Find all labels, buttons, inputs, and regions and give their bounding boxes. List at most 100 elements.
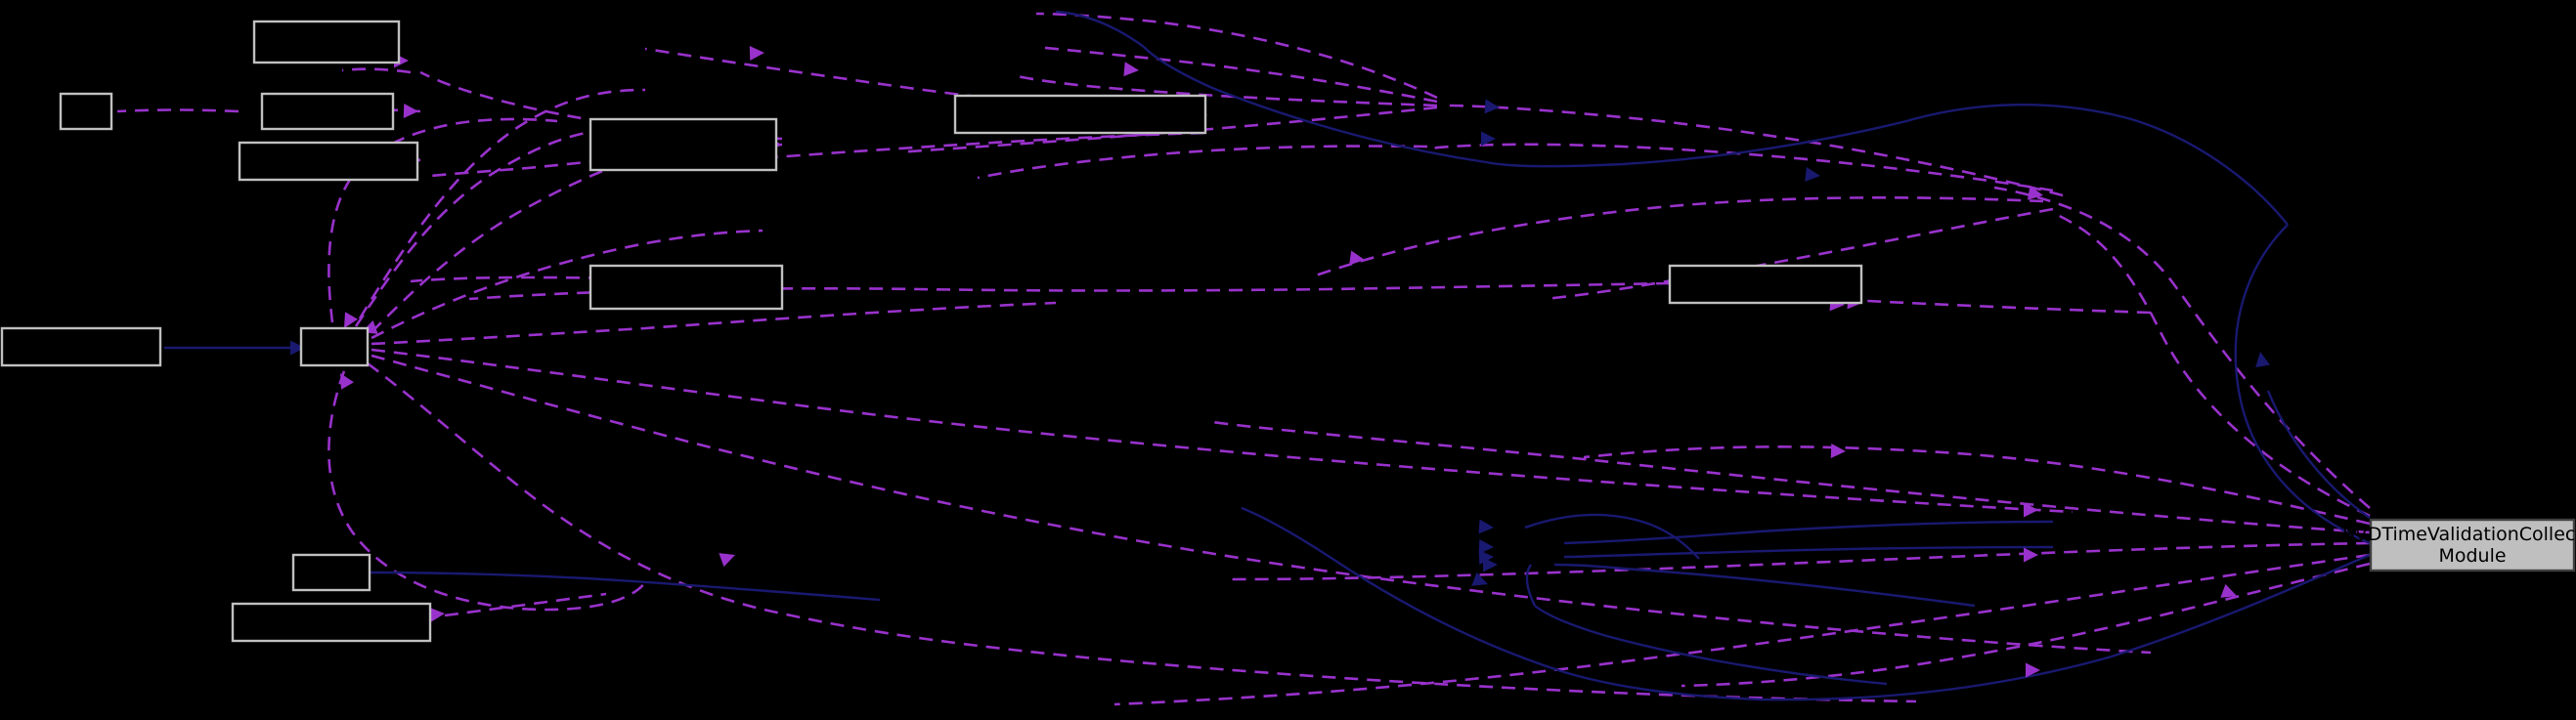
usage-edge [1446,104,2064,197]
graph-node[interactable] [231,602,432,643]
usage-arrowhead [2024,547,2038,563]
usage-edge [1211,420,2371,534]
inheritance-arrowhead [1483,557,1498,572]
usage-arrowhead [2027,186,2043,200]
usage-arrowhead [340,373,354,390]
graph-node[interactable] [589,264,784,311]
graph-node[interactable] [953,94,1207,135]
usage-edge [116,108,240,113]
arrowhead-triangle [429,607,445,622]
usage-edge [371,348,2074,514]
arrowhead-triangle [403,103,418,118]
usage-arrowhead [1830,443,1846,458]
inheritance-arrowhead [1481,131,1496,147]
arrowhead-triangle [2220,583,2237,598]
usage-edge [898,106,1438,154]
node-box[interactable] [59,92,113,131]
graph-node[interactable] [589,117,778,172]
inheritance-arrowhead [1484,99,1500,114]
inheritance-arrowhead [1805,166,1820,182]
inheritance-arrowhead [290,340,305,356]
node-box[interactable] [231,602,432,643]
arrowhead-triangle [2024,547,2038,563]
usage-edge [371,354,2152,655]
inheritance-arrowhead [1471,572,1488,586]
usage-edge [371,135,724,333]
node-box[interactable] [238,141,419,182]
node-box[interactable] [252,20,401,64]
node-box[interactable] [291,553,371,592]
inheritance-edge [369,571,881,602]
inheritance-edge [1553,563,1976,608]
usage-arrowhead [2024,502,2038,518]
node-box[interactable] [2369,518,2576,572]
usage-arrowhead [1123,62,1139,77]
node-box[interactable] [589,117,778,172]
arrowhead-triangle [290,340,305,356]
usage-edge [977,145,1428,180]
usage-edge [703,131,1205,164]
usage-edge [371,229,764,340]
usage-edge [1681,562,2371,688]
usage-edge [1035,45,1438,104]
node-box[interactable] [1668,264,1863,305]
usage-arrowhead [1349,250,1365,266]
usage-edge [327,117,558,323]
graph-node[interactable] [291,553,371,592]
graph-node[interactable] [59,92,113,131]
node-box[interactable] [589,264,784,311]
graph-node[interactable] [260,92,395,131]
usage-edge [1016,74,1438,107]
node-box[interactable] [299,326,370,367]
usage-edge [1866,299,2152,315]
graph-node[interactable] [252,20,401,64]
inheritance-edge [1563,545,2054,559]
arrowhead-triangle [2027,186,2043,200]
arrowhead-triangle [1123,62,1139,77]
arrowhead-triangle [1484,99,1500,114]
arrowhead-triangle [719,553,735,568]
graph-node[interactable] [1668,264,1863,305]
graph-node[interactable] [0,326,162,367]
usage-arrowhead [719,553,735,568]
arrowhead-triangle [1349,250,1365,266]
arrowhead-triangle [1471,572,1488,586]
arrowhead-triangle [1478,538,1494,554]
node-box[interactable] [0,326,162,367]
arrowhead-triangle [1478,550,1494,566]
arrowhead-triangle [2026,662,2040,678]
inheritance-edge [2234,224,2371,545]
arrowhead-triangle [1483,557,1498,572]
usage-edge [1426,143,2054,192]
inheritance-arrowhead [2255,352,2270,368]
inheritance-edge [1524,513,1700,560]
arrowhead-triangle [2255,352,2270,368]
node-box[interactable] [953,94,1207,135]
usage-arrowhead [403,103,418,118]
usage-edge [644,47,1205,121]
usage-arrowhead [749,46,764,62]
usage-arrowhead [2220,583,2237,598]
inheritance-edge [2266,390,2371,519]
usage-edge [1113,553,2371,706]
usage-edge [1035,12,1438,100]
inheritance-edge [1055,10,1145,48]
usage-edge [367,361,1917,703]
usage-edge [327,370,647,612]
usage-edge [1231,541,2371,581]
graph-node[interactable] [299,326,370,367]
arrowhead-triangle [1481,131,1496,147]
usage-edge [354,127,627,327]
arrowheads-layer [95,46,2270,678]
graph-node[interactable] [238,141,419,182]
node-box[interactable] [260,92,395,131]
inheritance-edge [1563,553,2371,701]
arrowhead-triangle [344,312,358,328]
usage-edge [1583,445,2371,526]
inheritance-edge [1563,520,2054,545]
usage-edge [358,88,646,319]
inheritance-edge [1525,564,1537,607]
arrowhead-triangle [1478,519,1494,534]
